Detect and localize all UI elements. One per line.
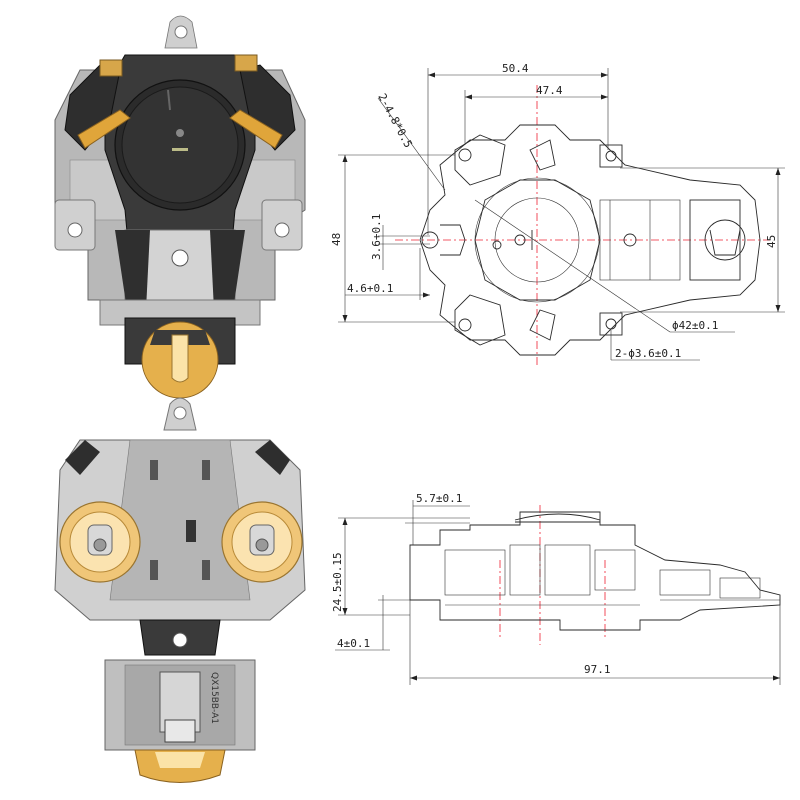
dim-width-outer: 50.4 — [502, 62, 529, 75]
dim-holes: 2-ϕ3.6±0.1 — [615, 347, 681, 360]
photo-bottom-view: QX15BB-A1 — [54, 397, 306, 783]
part-marking: QX15BB-A1 — [209, 672, 219, 724]
plan-drawing: 50.4 47.4 2-4.8*0.5 48 45 3.6+0.1 4.6+0.… — [330, 62, 785, 365]
photo-top-view — [54, 15, 306, 399]
dim-height-left: 48 — [330, 233, 343, 246]
dim-width-inner: 47.4 — [536, 84, 563, 97]
dim-offset: 4.6+0.1 — [347, 282, 393, 295]
dim-height-right: 45 — [765, 235, 778, 248]
dim-base: 4±0.1 — [337, 637, 370, 650]
dim-top-step: 5.7±0.1 — [416, 492, 462, 505]
dim-length: 97.1 — [584, 663, 611, 676]
dim-pin-height: 3.6+0.1 — [370, 214, 383, 260]
dim-slot: 2-4.8*0.5 — [375, 91, 414, 150]
side-drawing: 5.7±0.1 24.5±0.15 4±0.1 97.1 — [331, 492, 781, 685]
dim-height: 24.5±0.15 — [331, 552, 344, 612]
dim-disc-dia: ϕ42±0.1 — [672, 319, 718, 332]
